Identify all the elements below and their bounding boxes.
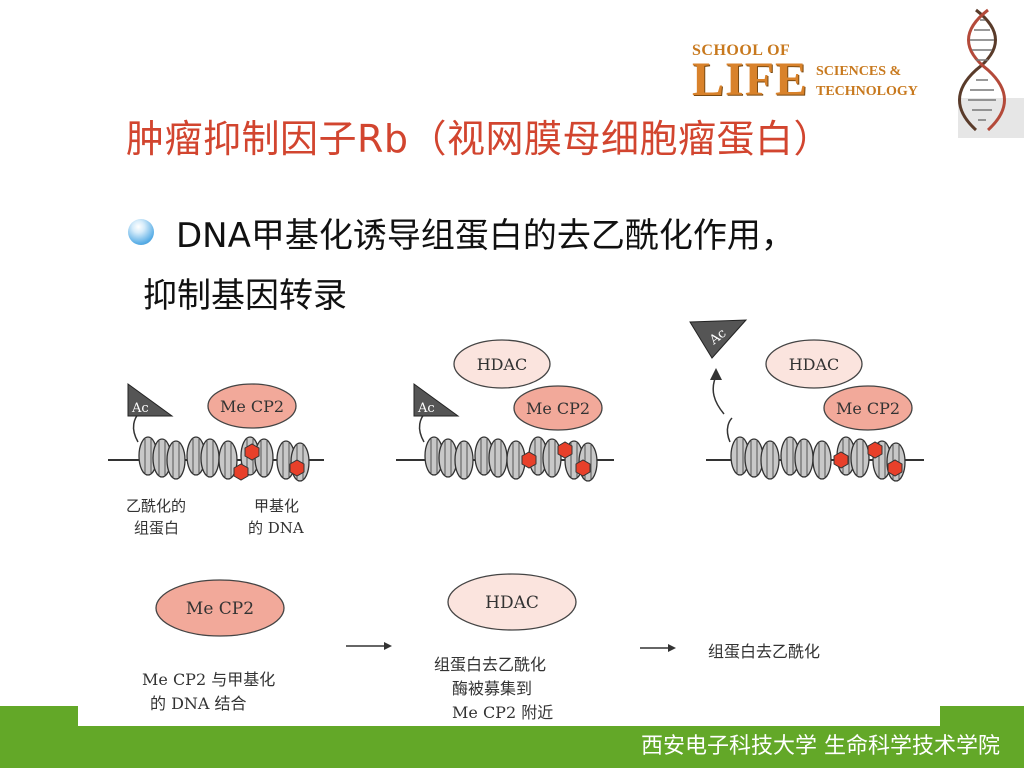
slide-title: 肿瘤抑制因子Rb（视网膜母细胞瘤蛋白） (126, 117, 833, 161)
hdac-label: HDAC (477, 355, 528, 374)
hdac-protein (765, 339, 863, 389)
step2-label-1: 组蛋白去乙酰化 (434, 655, 546, 674)
hdac-legend-label: HDAC (485, 593, 539, 613)
panel-acetylated: Ac Me CP2 乙酰化的 组蛋白 甲基化 的 DNA (108, 383, 324, 537)
methylated-dna-label-1: 甲基化 (254, 497, 299, 515)
footer-institution: 西安电子科技大学 生命科学技术学院 (641, 734, 1000, 759)
step1-label-2: 的 DNA 结合 (150, 694, 247, 713)
acetylated-histone-label-2: 组蛋白 (134, 519, 179, 537)
logo-sciences: SCIENCES & (816, 64, 902, 79)
mecp2-protein-legend (155, 579, 285, 637)
methyl-marker-icon (833, 441, 903, 477)
nucleosome-array (424, 436, 598, 482)
acetyl-group-icon (413, 383, 460, 417)
bullet-text-line1: DNA甲基化诱导组蛋白的去乙酰化作用， (176, 216, 795, 256)
acetyl-label: Ac (417, 401, 435, 416)
step1-label-1: Me CP2 与甲基化 (142, 670, 275, 689)
hdac-protein (453, 339, 551, 389)
logo-life: LIFE (692, 53, 809, 106)
step2-label-2: 酶被募集到 (452, 679, 532, 698)
logo-technology: TECHNOLOGY (816, 84, 918, 99)
nucleosome-array (730, 436, 906, 482)
logo-school-of: SCHOOL OF (692, 42, 791, 59)
mecp2-label: Me CP2 (526, 399, 590, 418)
step3-label: 组蛋白去乙酰化 (708, 642, 820, 661)
hdac-protein-legend (447, 573, 577, 631)
methylated-dna-label-2: 的 DNA (248, 519, 304, 537)
dna-helix-icon (958, 8, 1024, 138)
mecp2-protein (823, 385, 913, 431)
methyl-marker-icon (521, 441, 591, 477)
mecp2-protein (207, 383, 297, 429)
release-arrow-icon (712, 375, 725, 415)
mecp2-protein (513, 385, 603, 431)
mecp2-label: Me CP2 (220, 397, 284, 416)
mecp2-deacetylation-diagram: Ac Me CP2 乙酰化的 组蛋白 甲基化 的 DNA Ac (108, 319, 924, 722)
acetyl-group-icon (127, 383, 174, 417)
panel-hdac-recruited: Ac HDAC Me CP2 (396, 339, 614, 482)
mecp2-legend-label: Me CP2 (186, 599, 254, 619)
bullet-text-line2: 抑制基因转录 (143, 276, 347, 316)
hdac-label: HDAC (789, 355, 840, 374)
nucleosome-array (138, 436, 310, 482)
bullet-icon (128, 219, 154, 245)
methyl-marker-icon (233, 443, 305, 481)
step2-label-3: Me CP2 附近 (452, 703, 553, 722)
panel-deacetylated: Ac HDAC Me CP2 (689, 319, 924, 482)
acetyl-group-icon (689, 319, 748, 359)
mecp2-label: Me CP2 (836, 399, 900, 418)
school-logo: SCHOOL OF LIFE SCIENCES & TECHNOLOGY (692, 42, 952, 106)
acetylated-histone-label-1: 乙酰化的 (126, 497, 186, 515)
acetyl-label: Ac (131, 401, 149, 416)
